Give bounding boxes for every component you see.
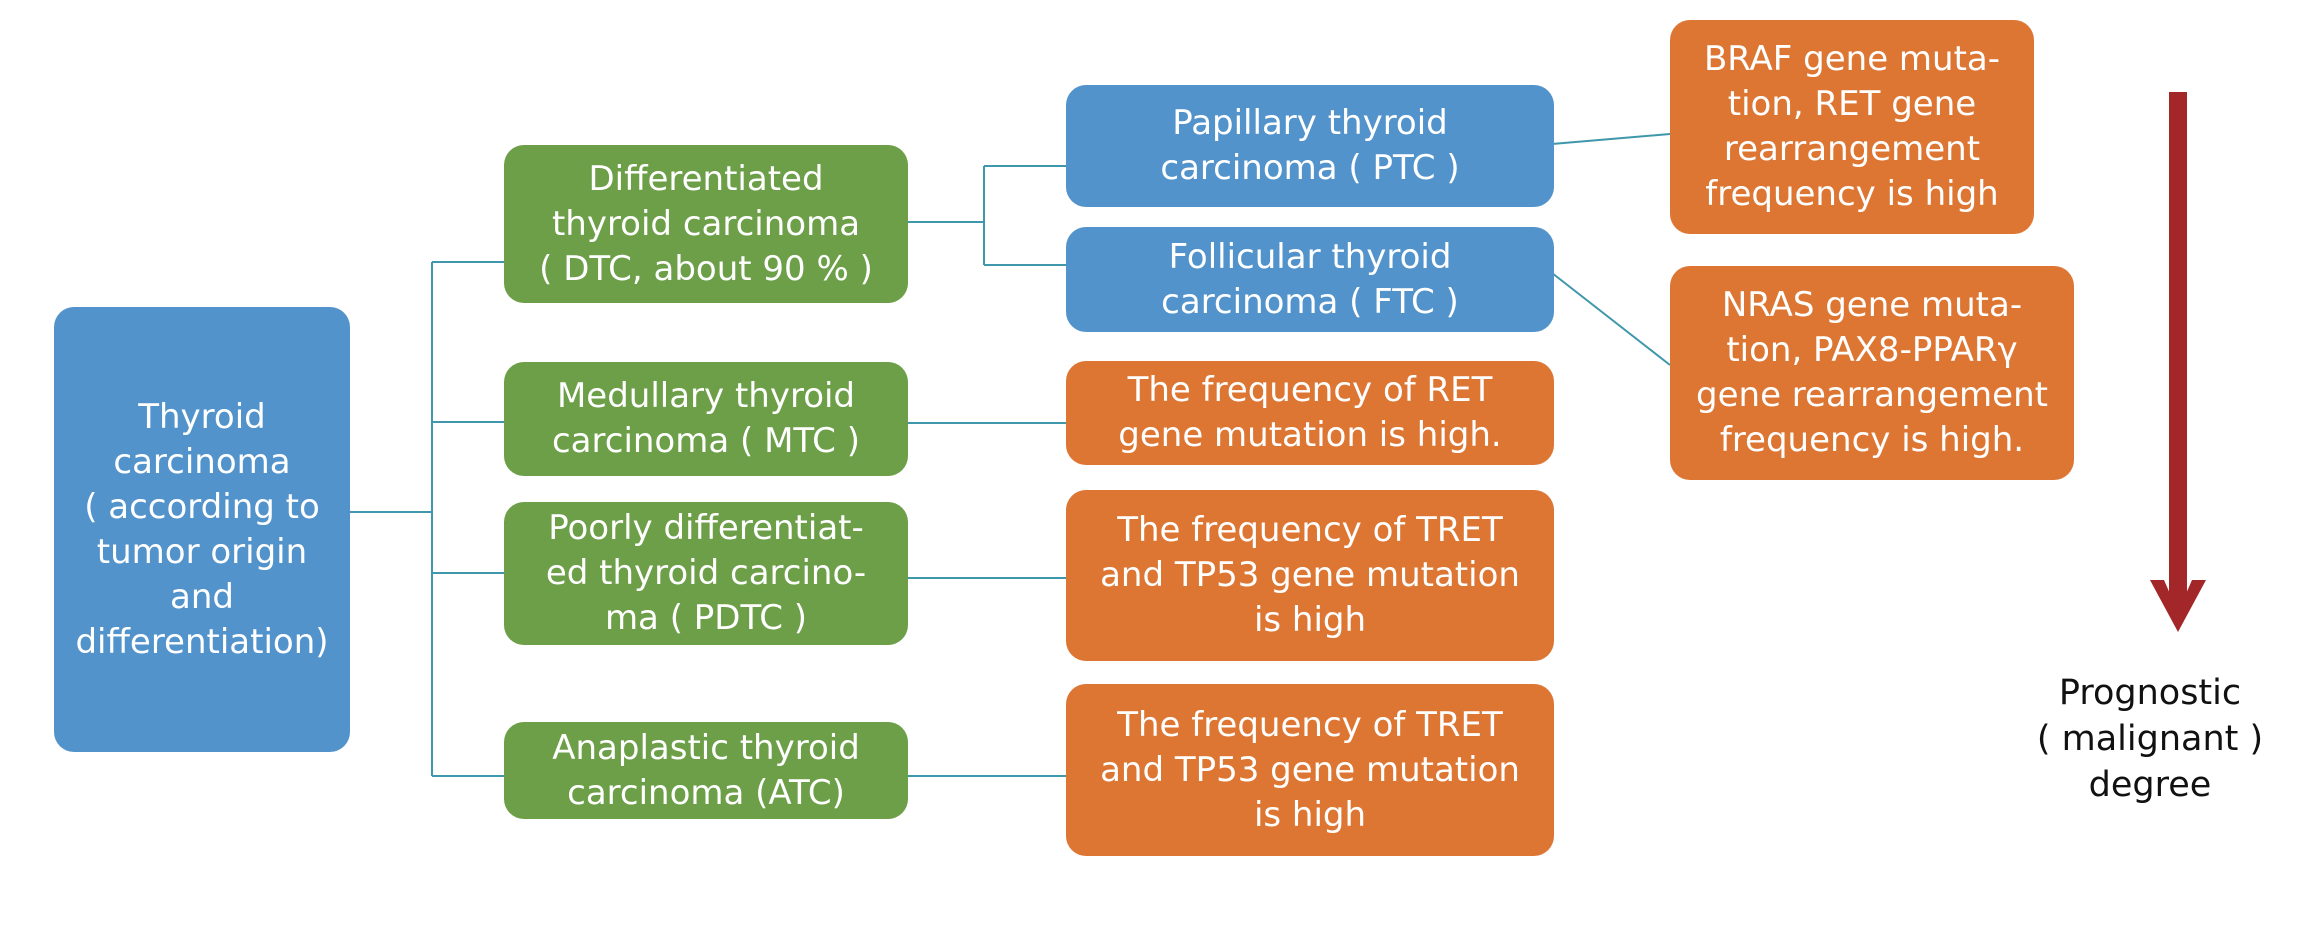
category-node-atc: Anaplastic thyroid carcinoma (ATC) (504, 722, 908, 819)
category-node-mtc: Medullary thyroid carcinoma ( MTC ) (504, 362, 908, 476)
category-node-pdtc: Poorly differentiat- ed thyroid carcino-… (504, 502, 908, 645)
subtype-node-ftc: Follicular thyroid carcinoma ( FTC ) (1066, 227, 1554, 332)
mutation-node-atc: The frequency of TRET and TP53 gene muta… (1066, 684, 1554, 856)
root-node-thyroid-carcinoma: Thyroid carcinoma ( according to tumor o… (54, 307, 350, 752)
subtype-node-ptc: Papillary thyroid carcinoma ( PTC ) (1066, 85, 1554, 207)
mutation-node-ptc: BRAF gene muta- tion, RET gene rearrange… (1670, 20, 2034, 234)
connector-ftc-mutation (1551, 272, 1671, 366)
mutation-node-ftc: NRAS gene muta- tion, PAX8-PPARγ gene re… (1670, 266, 2074, 480)
mutation-node-pdtc: The frequency of TRET and TP53 gene muta… (1066, 490, 1554, 661)
category-node-dtc: Differentiated thyroid carcinoma ( DTC, … (504, 145, 908, 303)
prognosis-arrow (2150, 92, 2206, 632)
prognosis-label: Prognostic ( malignant ) degree (2036, 673, 2264, 805)
connector-ptc-mutation (1551, 133, 1671, 145)
mutation-node-mtc: The frequency of RET gene mutation is hi… (1066, 361, 1554, 465)
